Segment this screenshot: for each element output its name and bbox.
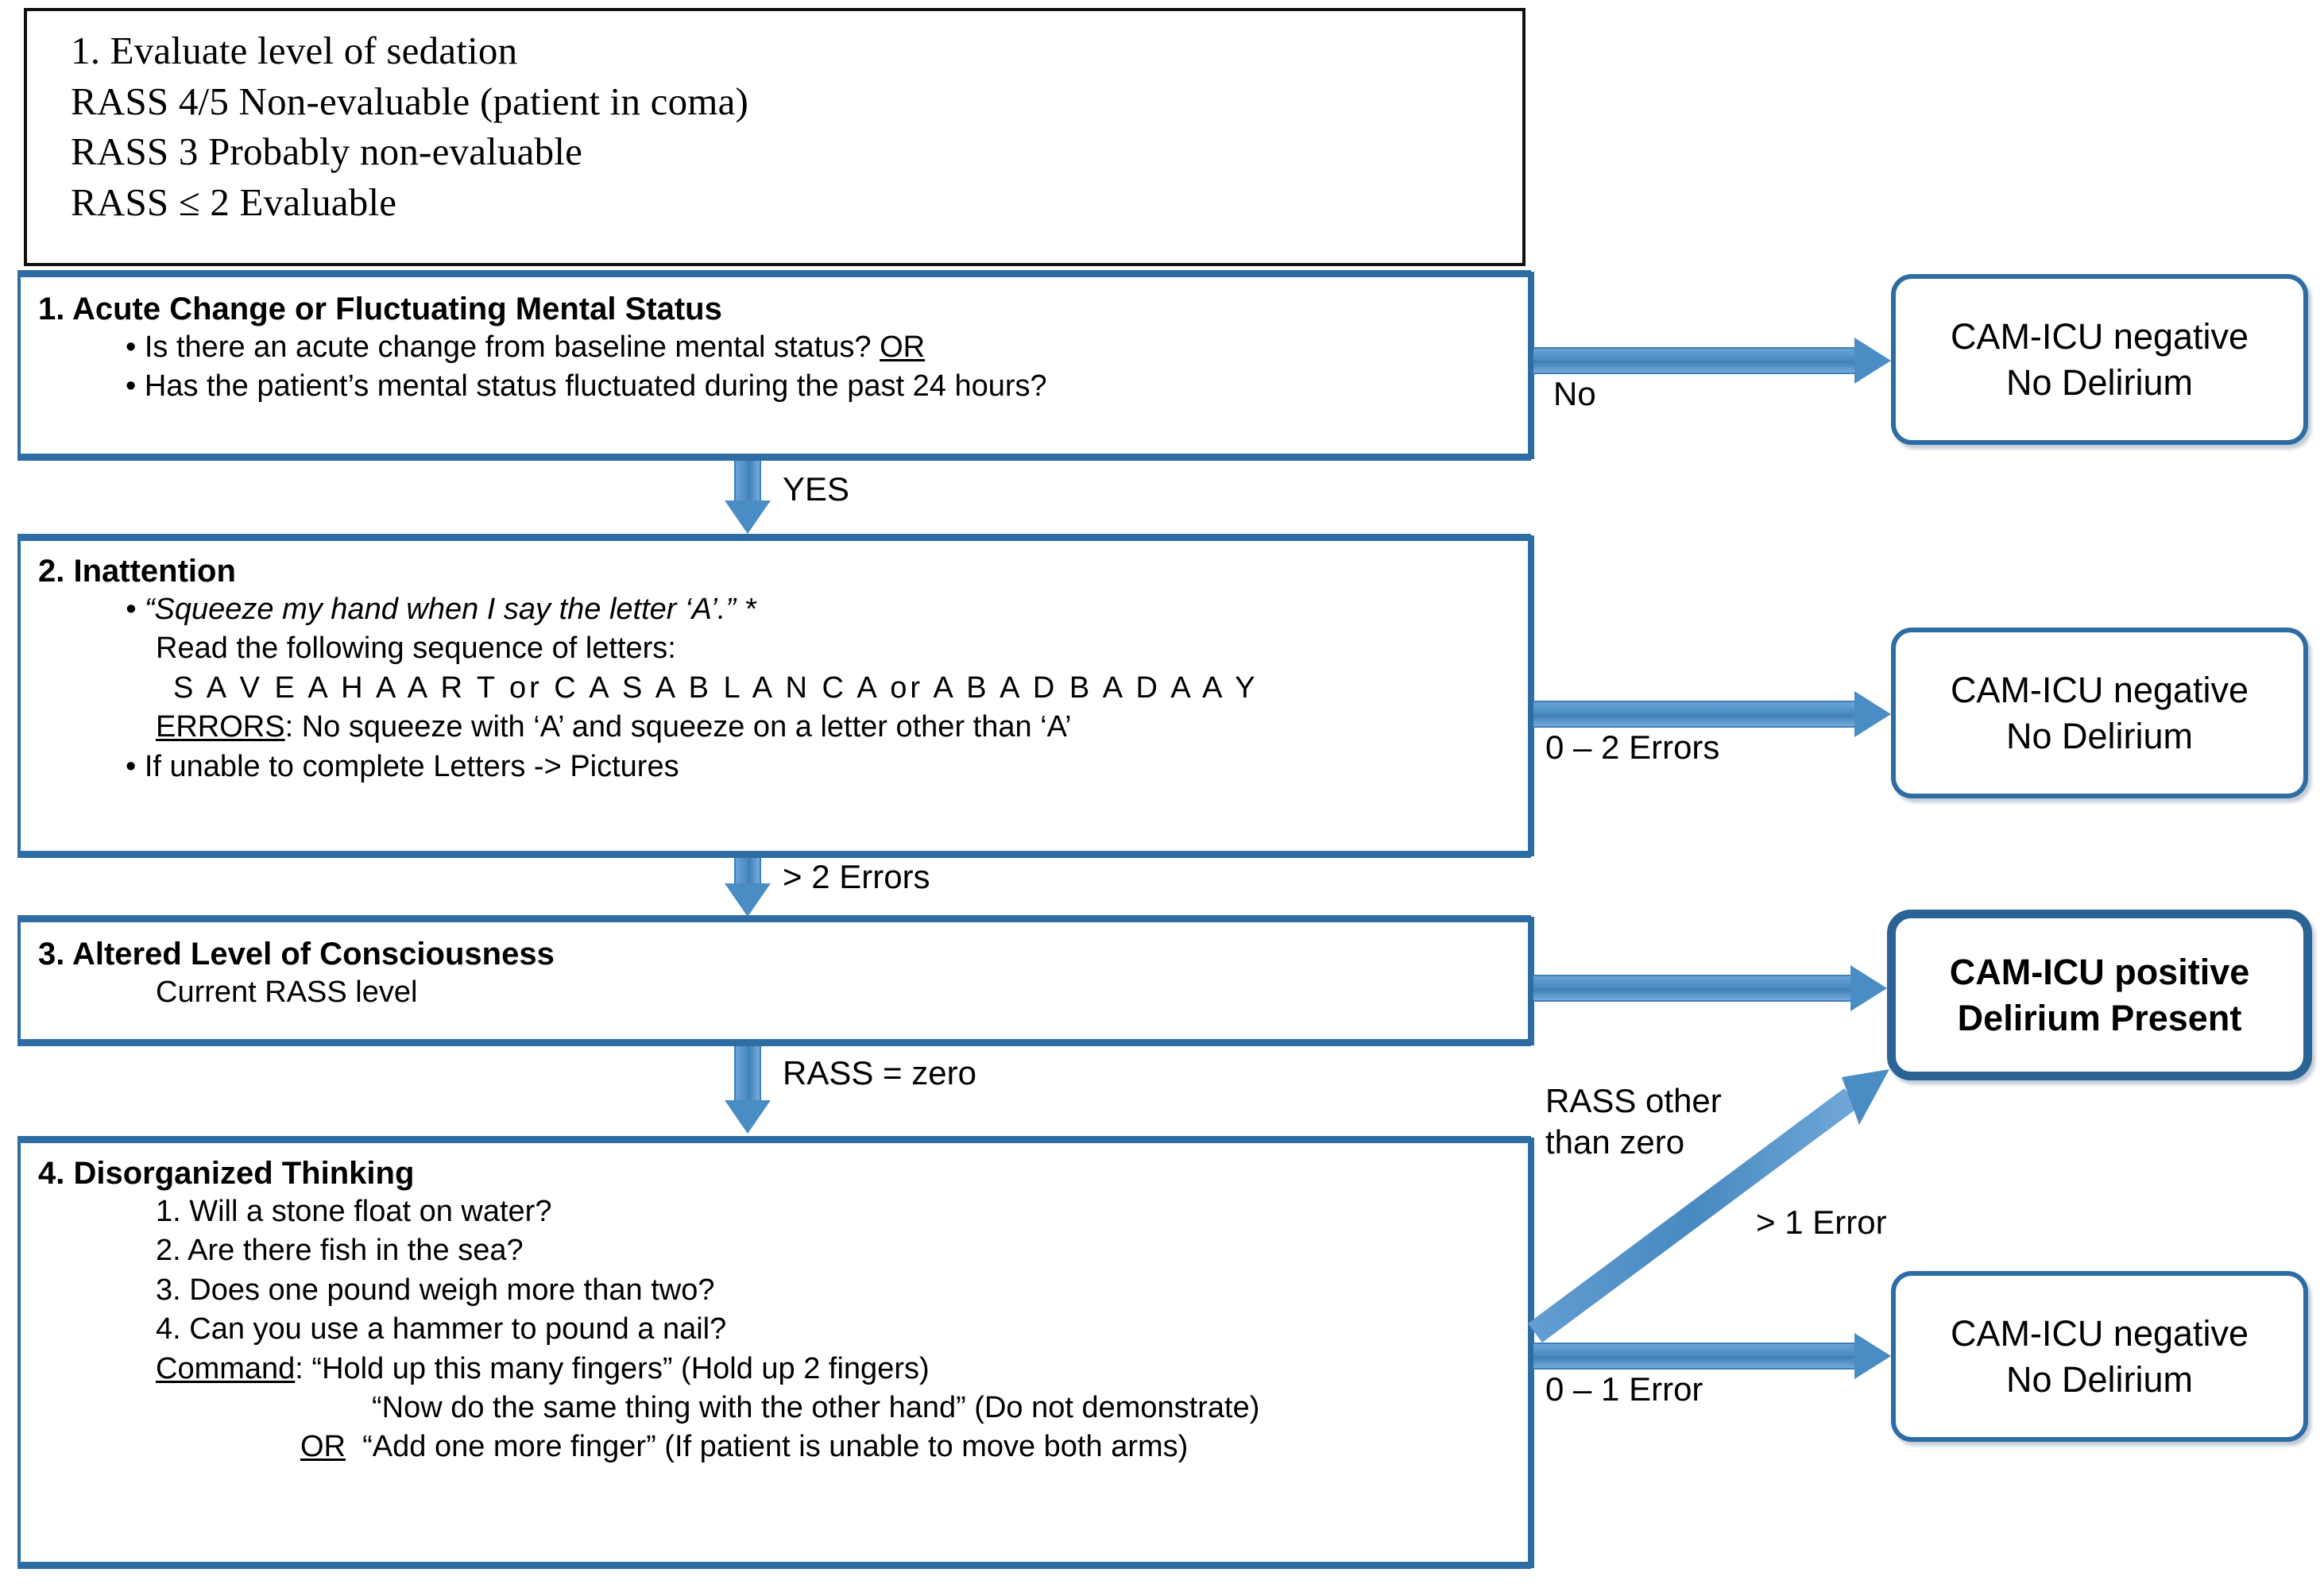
feature-4-or-label: OR [300,1430,346,1464]
arrow-feature1-to-feature2 [725,461,771,534]
connector-1-vertical-stub [1531,272,1534,459]
edge-label-errors-0-2: 0 – 2 Errors [1545,728,1720,766]
feature-2-pictures-line: • If unable to complete Letters -> Pictu… [126,749,679,783]
feature-4-disorganized-thinking-box: 4. Disorganized Thinking 1. Will a stone… [17,1136,1531,1569]
feature-2-read-instruction: Read the following sequence of letters: [156,632,676,666]
feature-4-question-3: 3. Does one pound weigh more than two? [156,1273,715,1307]
outcome-cam-icu-negative-3: CAM-ICU negative No Delirium [1891,1271,2308,1442]
feature-4-command-text-3: “Add one more finger” (If patient is una… [346,1430,1189,1464]
feature-4-question-4: 4. Can you use a hammer to pound a nail? [156,1312,727,1347]
outcome-3-line-2: Delirium Present [1957,997,2242,1038]
feature-2-letter-sequences: S A V E A H A A R T or C A S A B L A N C… [173,670,1259,705]
edge-label-errors-gt1: > 1 Error [1756,1204,1887,1241]
feature-3-subline: Current RASS level [156,976,418,1009]
outcome-4-line-1: CAM-ICU negative [1950,1312,2249,1354]
arrow-feature4-to-negative [1533,1333,1891,1379]
edge-label-rass-zero: RASS = zero [783,1054,976,1092]
feature-3-altered-consciousness-box: 3. Altered Level of Consciousness Curren… [17,915,1531,1046]
feature-2-title: 2. Inattention [38,554,236,589]
feature-1-title: 1. Acute Change or Fluctuating Mental St… [38,292,722,326]
outcome-3-line-1: CAM-ICU positive [1949,951,2250,992]
feature-4-command-label: Command [156,1351,296,1385]
feature-3-title: 3. Altered Level of Consciousness [38,937,555,972]
feature-4-command-line-3: OR “Add one more finger” (If patient is … [38,1428,1528,1466]
feature-1-or-underline: OR [880,330,926,364]
feature-1-bullet-1-text: • Is there an acute change from baseline… [126,330,880,364]
edge-label-errors-gt2: > 2 Errors [783,858,930,895]
outcome-1-line-2: No Delirium [2005,361,2194,403]
sedation-line-4: RASS ≤ 2 Evaluable [71,180,397,225]
feature-4-title: 4. Disorganized Thinking [38,1156,415,1191]
feature-2-quote: • “Squeeze my hand when I say the letter… [126,593,756,626]
outcome-cam-icu-positive: CAM-ICU positive Delirium Present [1887,910,2312,1080]
outcome-cam-icu-negative-2: CAM-ICU negative No Delirium [1891,628,2308,798]
feature-2-errors-line: ERRORS: No squeeze with ‘A’ and squeeze … [38,708,1528,747]
feature-2-inattention-box: 2. Inattention • “Squeeze my hand when I… [17,534,1531,858]
outcome-4-line-2: No Delirium [2005,1358,2194,1400]
feature-1-acute-change-box: 1. Acute Change or Fluctuating Mental St… [17,270,1531,461]
edge-label-errors-0-1: 0 – 1 Error [1545,1370,1703,1408]
edge-label-yes: YES [783,470,850,508]
arrow-feature3-to-positive [1533,965,1887,1011]
edge-label-rass-other-than-zero: RASS other than zero [1545,999,1722,1203]
arrow-feature4-to-positive-diagonal [1528,1069,1889,1343]
feature-1-bullet-2: • Has the patient’s mental status fluctu… [126,369,1047,404]
feature-1-bullet-1: • Is there an acute change from baseline… [38,328,1528,367]
sedation-line-3: RASS 3 Probably non-evaluable [71,129,583,174]
sedation-line-2: RASS 4/5 Non-evaluable (patient in coma) [71,79,749,123]
arrow-feature2-to-negative [1533,691,1891,737]
connector-3-vertical-stub [1531,917,1534,1045]
connector-2-vertical-stub [1531,535,1534,856]
arrow-feature1-to-negative [1533,338,1891,384]
outcome-1-line-1: CAM-ICU negative [1950,315,2249,357]
feature-4-command-line-2: “Now do the same thing with the other ha… [372,1390,1260,1424]
feature-2-errors-text: : No squeeze with ‘A’ and squeeze on a l… [284,710,1072,744]
feature-4-question-2: 2. Are there fish in the sea? [156,1234,524,1268]
connector-4-vertical-stub [1531,1138,1534,1568]
feature-2-errors-label: ERRORS [156,710,285,744]
sedation-line-1: 1. Evaluate level of sedation [71,29,518,72]
edge-label-no: No [1553,375,1596,412]
feature-4-command-line-1: Command: “Hold up this many fingers” (Ho… [38,1350,1528,1389]
outcome-2-line-1: CAM-ICU negative [1950,669,2249,710]
sedation-evaluation-box: 1. Evaluate level of sedation RASS 4/5 N… [24,8,1525,266]
arrow-feature3-to-feature4 [725,1046,771,1134]
edge-label-rass-other-line1: RASS other than zero [1545,1082,1722,1161]
outcome-2-line-2: No Delirium [2005,715,2194,756]
feature-4-question-1: 1. Will a stone float on water? [156,1195,552,1228]
arrow-feature2-to-feature3 [725,858,771,917]
feature-4-command-text-1: : “Hold up this many fingers” (Hold up 2… [295,1351,930,1385]
outcome-cam-icu-negative-1: CAM-ICU negative No Delirium [1891,274,2308,445]
